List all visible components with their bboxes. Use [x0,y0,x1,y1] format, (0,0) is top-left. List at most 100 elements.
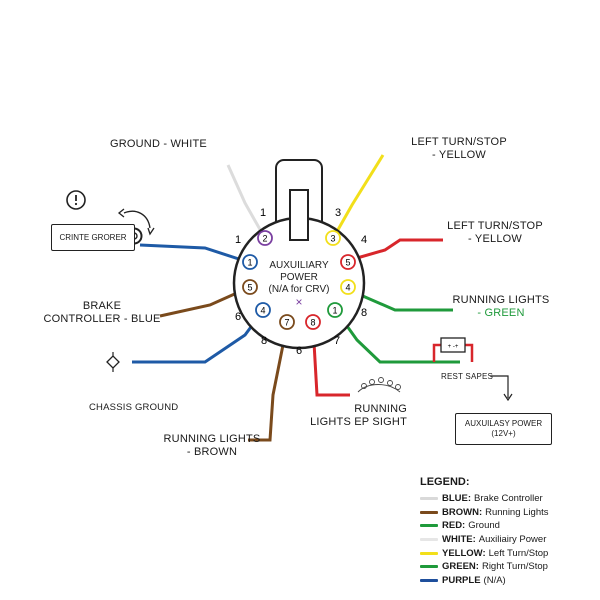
legend-item: RED:Ground [420,519,595,533]
pin-label: 7 [284,318,289,328]
legend-desc: (N/A) [483,574,506,586]
legend-key: RED: [442,520,466,532]
chassis-ground-icon [106,352,120,372]
aux-box-label-2: (12V+) [491,429,516,438]
pin-label: 1 [247,258,252,268]
pin-label: 4 [260,306,265,316]
pin-8 [305,314,321,330]
pin-5-right [340,254,356,270]
legend-item: BLUE:Brake Controller [420,492,595,506]
label-running-green-line2: - GREEN [477,307,525,319]
legend-desc: Auxiliairy Power [478,534,547,546]
wire-brown-low [248,324,289,442]
legend-desc: Ground [468,520,500,532]
legend-swatch [420,538,438,542]
legend-item: GREEN:Right Turn/Stop [420,560,595,574]
legend-desc: Brake Controller [474,493,543,505]
legend-title: LEGEND: [420,476,470,488]
legend-key: PURPLE [442,574,481,586]
pin-7 [279,314,295,330]
lights-icon [357,377,401,393]
label-running-ep-line1: RUNNING [354,403,407,415]
label-brake-line2: CONTROLLER - BLUE [43,313,161,325]
outer-number: 8 [261,335,267,347]
pin-number-labels: 2 3 1 5 5 4 4 7 8 1 [247,234,350,328]
label-brake-line1: BRAKE [82,300,122,312]
pin-label: 8 [310,318,315,328]
pin-4-left [255,302,271,318]
legend-key: YELLOW: [442,547,486,559]
label-brake-controller: BRAKE CONTROLLER - BLUE [40,300,164,326]
label-left-turn-top-line1: LEFT TURN/STOP [411,136,507,148]
label-left-turn-mid-line1: LEFT TURN/STOP [447,220,543,232]
connector-center-text: AUXUILIARY POWER (N/A for CRV) × [269,260,330,309]
pin-5-left [242,279,258,295]
legend-desc: Right Turn/Stop [481,561,548,573]
pin-4-right [340,279,356,295]
connector-pins [242,230,356,330]
pin-1-right [327,302,343,318]
crinte-box-label: CRINTE GRORER [59,232,127,242]
label-left-turn-mid-line2: - YELLOW [468,233,522,245]
outer-number: 1 [260,207,266,219]
center-line-2: POWER [280,272,318,283]
pin-label: 4 [345,283,350,293]
label-running-brown-line1: RUNNING LIGHTS [163,433,261,445]
pin-2 [257,230,273,246]
label-chassis-ground: CHASSIS GROUND [89,401,178,414]
label-rest-sapes-text: REST SAPES [441,372,494,381]
legend-swatch [420,510,438,514]
label-ground-white: GROUND - WHITE [110,138,207,151]
crinte-box: CRINTE GRORER [51,224,135,251]
label-chassis-ground-text: CHASSIS GROUND [89,402,179,413]
label-running-green: RUNNING LIGHTS - GREEN [446,294,556,320]
legend-item: WHITE:Auxiliairy Power [420,533,595,547]
label-running-green-line1: RUNNING LIGHTS [452,294,550,306]
pin-1-left [242,254,258,270]
legend-swatch [420,551,438,555]
connector-handle-slot [289,189,309,241]
wire-blue-top [139,243,249,264]
auxiliary-power-box: AUXUILASY POWER (12V+) [455,413,552,445]
outer-number-labels: 1 3 1 4 6 8 8 6 7 [235,207,367,357]
pin-label: 5 [345,258,350,268]
label-left-turn-mid: LEFT TURN/STOP - YELLOW [440,220,550,246]
label-left-turn-top: LEFT TURN/STOP - YELLOW [404,136,514,162]
outer-number: 7 [334,335,340,347]
battery-polarity: + -+ [448,344,459,350]
outer-number: 8 [361,307,367,319]
pin-label: 3 [330,234,335,244]
label-running-ep: RUNNING LIGHTS EP SIGHT [310,403,407,429]
wire-battery-loop [432,343,474,362]
outer-number: 6 [235,311,241,323]
legend-key: BROWN: [442,506,483,518]
wire-yellow [333,154,385,236]
wire-green-low [335,311,460,364]
aux-box-label-1: AUXUILASY POWER [464,419,543,428]
center-mark: × [295,295,302,309]
pin-label: 5 [247,283,252,293]
legend-desc: Left Turn/Stop [488,547,549,559]
label-running-ep-line2: LIGHTS EP SIGHT [310,416,407,428]
wire-white [226,164,264,234]
pin-label: 1 [332,306,337,316]
legend-key: GREEN: [442,561,479,573]
down-arrow-icon [490,375,513,402]
label-running-brown: RUNNING LIGHTS - BROWN [160,433,264,459]
outer-number: 1 [235,234,241,246]
pin-3 [325,230,341,246]
label-running-brown-line2: - BROWN [186,446,238,458]
legend-swatch [420,497,438,501]
legend-item: YELLOW:Left Turn/Stop [420,546,595,560]
battery-icon: + -+ [440,337,466,353]
legend-item: BROWN:Running Lights [420,506,595,520]
center-line-1: AUXUILIARY [269,260,329,271]
outer-number: 4 [361,234,367,246]
rotate-arrowhead-icon [117,208,125,218]
wire-green-mid [348,288,453,312]
legend-key: BLUE: [442,493,472,505]
legend-desc: Running Lights [485,506,549,518]
